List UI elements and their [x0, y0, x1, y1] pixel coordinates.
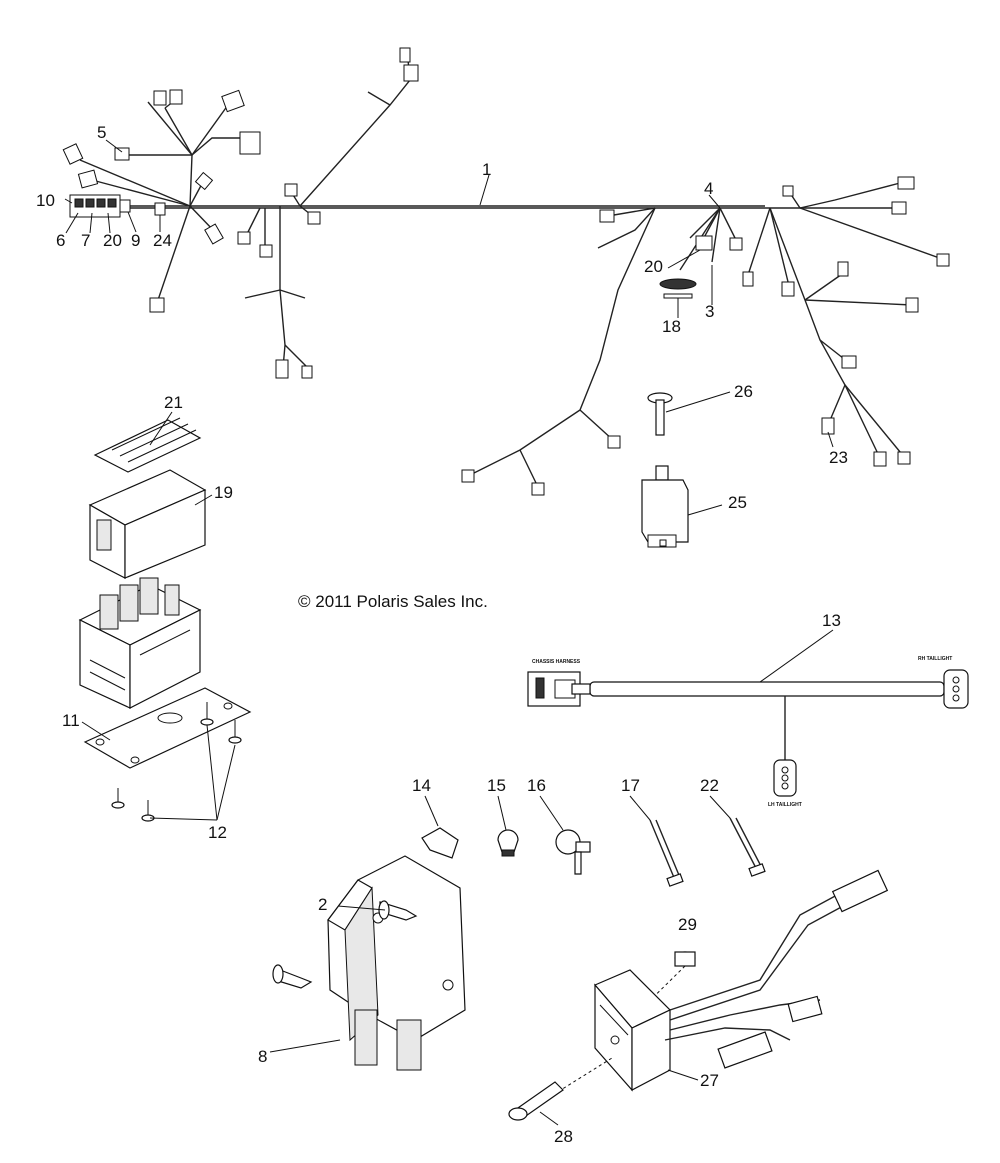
ecu-module — [272, 855, 466, 1071]
callout-20b: 20 — [644, 257, 663, 276]
callout-3: 3 — [705, 302, 714, 321]
callout-29: 29 — [678, 915, 697, 934]
callout-11: 11 — [62, 711, 80, 730]
callout-22: 22 — [700, 776, 719, 795]
rh-taillight-label: RH TAILLIGHT — [918, 656, 952, 662]
callout-2: 2 — [318, 895, 327, 914]
callouts: 1 2 3 4 5 6 7 8 9 10 11 12 13 14 15 16 1… — [36, 123, 848, 1146]
callout-25: 25 — [728, 493, 747, 512]
callout-8: 8 — [258, 1047, 267, 1066]
callout-14: 14 — [412, 776, 431, 795]
copyright-notice: © 2011 Polaris Sales Inc. — [298, 592, 488, 611]
callout-19: 19 — [214, 483, 233, 502]
callout-6: 6 — [56, 231, 65, 250]
callout-7: 7 — [81, 231, 90, 250]
callout-15: 15 — [487, 776, 506, 795]
callout-1: 1 — [482, 160, 491, 179]
screw-2b — [272, 964, 313, 989]
main-harness — [79, 59, 946, 486]
fuse-box-assembly — [78, 417, 252, 822]
screw-12c — [111, 788, 125, 809]
callout-28: 28 — [554, 1127, 573, 1146]
callout-24: 24 — [153, 231, 172, 250]
chassis-harness-label: CHASSIS HARNESS — [532, 659, 581, 665]
callout-10: 10 — [36, 191, 55, 210]
callout-16: 16 — [527, 776, 546, 795]
callout-18: 18 — [662, 317, 681, 336]
taillight-harness: CHASSIS HARNESS RH TAILLIGHT LH TAILLIGH… — [527, 656, 969, 808]
flasher-relay — [641, 392, 689, 548]
callout-26: 26 — [734, 382, 753, 401]
screw-12a — [200, 702, 214, 726]
leader-lines — [64, 139, 834, 1126]
callout-21: 21 — [164, 393, 183, 412]
clips-and-ties — [421, 817, 766, 887]
harness-connectors — [62, 47, 950, 496]
callout-23: 23 — [829, 448, 848, 467]
callout-4: 4 — [704, 179, 713, 198]
screw-12b — [228, 720, 242, 744]
callout-27: 27 — [700, 1071, 719, 1090]
callout-12: 12 — [208, 823, 227, 842]
lh-taillight-label: LH TAILLIGHT — [768, 802, 802, 808]
callout-9: 9 — [131, 231, 140, 250]
callout-13: 13 — [822, 611, 841, 630]
callout-20a: 20 — [103, 231, 122, 250]
callout-17: 17 — [621, 776, 640, 795]
callout-5: 5 — [97, 123, 106, 142]
regulator-assembly — [508, 869, 889, 1121]
